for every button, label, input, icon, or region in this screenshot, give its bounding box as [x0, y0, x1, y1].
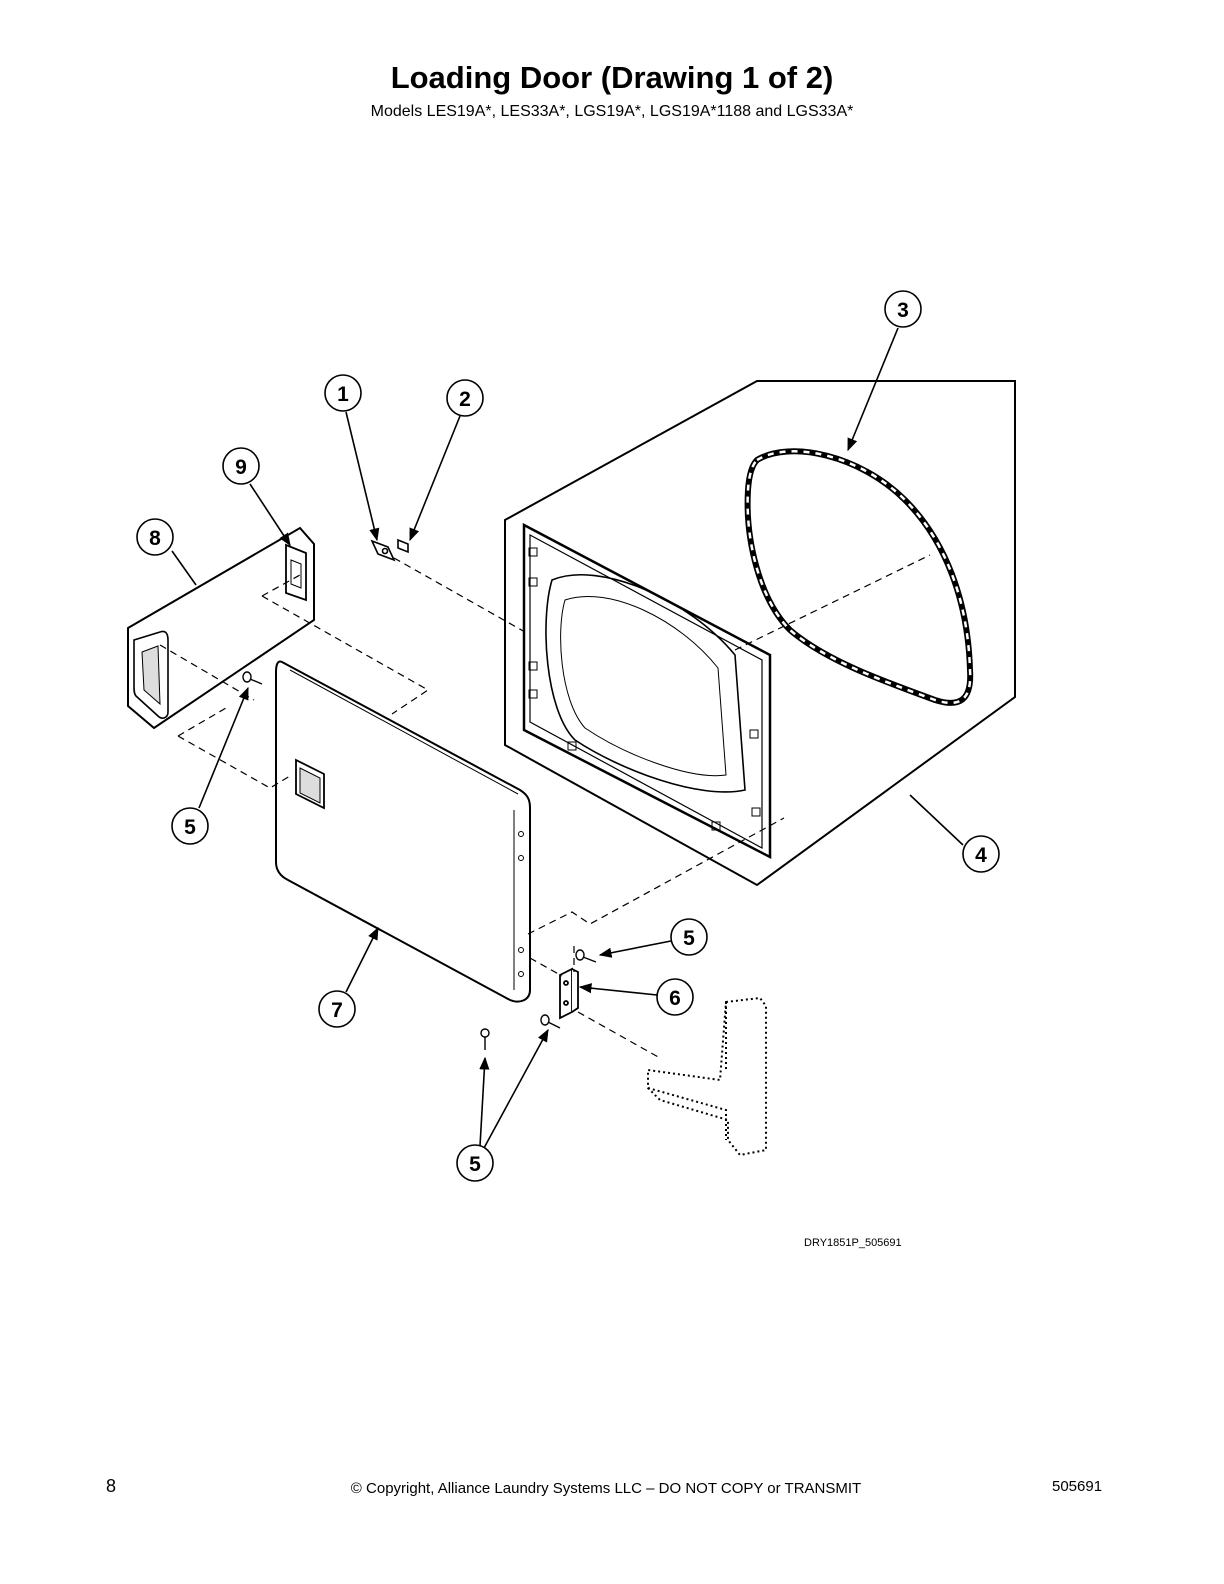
page-subtitle: Models LES19A*, LES33A*, LGS19A*, LGS19A… [370, 103, 854, 120]
svg-text:8: 8 [149, 527, 161, 550]
svg-text:6: 6 [669, 987, 681, 1010]
loading-door-part-7 [275, 660, 531, 1003]
assembly-lines [159, 554, 931, 1059]
door-seal-part-3 [744, 448, 974, 706]
inner-door-panel-part-8 [127, 526, 315, 730]
callout-2: 2 [446, 379, 484, 417]
callout-8: 8 [136, 518, 174, 556]
callout-5-screw-left: 5 [171, 807, 209, 845]
screws-part-5 [242, 671, 597, 1050]
callout-9: 9 [222, 447, 260, 485]
callout-5-screw-hinge: 5 [670, 918, 708, 956]
drawing-id: DRY1851P_505691 [804, 1237, 902, 1249]
svg-text:5: 5 [469, 1153, 481, 1176]
cabinet-side-reference [647, 996, 767, 1157]
svg-text:2: 2 [459, 388, 471, 411]
callout-3: 3 [884, 290, 922, 328]
copyright-notice: © Copyright, Alliance Laundry Systems LL… [350, 1480, 862, 1497]
door-catch-part-9 [285, 543, 307, 602]
svg-text:4: 4 [975, 844, 987, 867]
page-number: 8 [106, 1476, 117, 1496]
document-number: 505691 [1052, 1478, 1103, 1495]
callout-7: 7 [318, 990, 356, 1028]
page-title: Loading Door (Drawing 1 of 2) [390, 60, 834, 95]
callout-5-screw-bottom: 5 [456, 1144, 494, 1182]
svg-text:1: 1 [337, 383, 349, 406]
callout-6: 6 [656, 978, 694, 1016]
callout-1: 1 [324, 374, 362, 412]
svg-text:9: 9 [235, 456, 247, 479]
bracket-part-1 [370, 539, 396, 562]
leader-arrows [171, 327, 964, 1149]
svg-text:3: 3 [897, 299, 909, 322]
clip-part-2 [397, 538, 409, 554]
svg-text:5: 5 [683, 927, 695, 950]
hinge-part-6 [559, 967, 579, 1020]
svg-text:7: 7 [331, 999, 343, 1022]
front-panel-part-4 [504, 380, 1016, 887]
svg-text:5: 5 [184, 816, 196, 839]
callout-4: 4 [962, 835, 1000, 873]
